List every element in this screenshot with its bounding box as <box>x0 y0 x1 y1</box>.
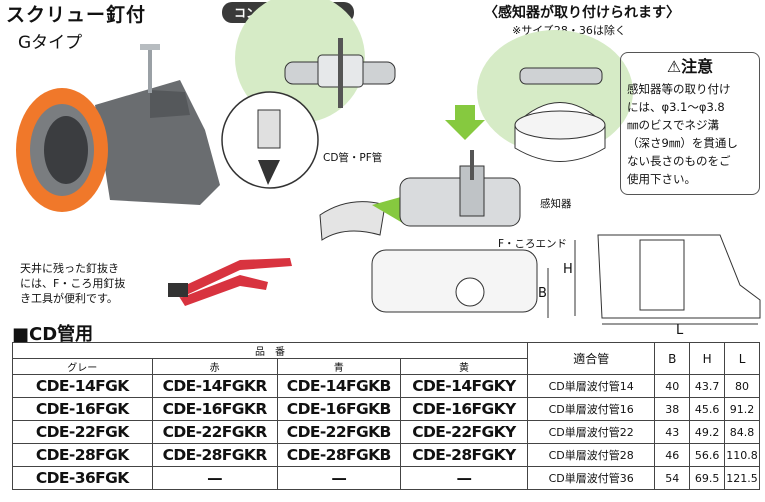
sensor-dome <box>514 67 606 162</box>
caution-box: ⚠注意 感知器等の取り付け には、φ3.1～φ3.8 ㎜のビスでネジ溝 （深さ9… <box>620 52 760 195</box>
code-cell: CDE-28FGKR <box>151 443 278 467</box>
cd-pipe-piece <box>319 195 420 241</box>
dim-cell: 91.2 <box>724 397 760 421</box>
product-title: スクリュー釘付 <box>6 4 147 26</box>
code-cell: CDE-14FGKR <box>151 374 278 398</box>
code-cell: — <box>399 466 529 490</box>
dimension-drawing <box>547 234 761 325</box>
sensor-label: 感知器 <box>540 198 572 210</box>
caution-line: ない長さのものをご <box>627 154 731 168</box>
caution-line: 使用下さい。 <box>627 172 696 186</box>
dim-cell: 45.6 <box>689 397 726 421</box>
caution-line: （深さ9㎜）を貫通し <box>627 136 738 150</box>
dim-cell: 40 <box>654 374 691 398</box>
product-subtitle: Gタイプ <box>18 33 83 53</box>
pipe-cell: CD単層波付管28 <box>527 443 656 467</box>
color-header: 青 <box>276 358 401 375</box>
code-cell: CDE-28FGKB <box>276 443 401 467</box>
group-header: 品 番 <box>11 342 529 359</box>
code-cell: CDE-22FGKR <box>151 420 278 444</box>
dim-cell: 43.7 <box>689 374 726 398</box>
code-cell: CDE-14FGKY <box>399 374 529 398</box>
pipe-cell: CD単層波付管14 <box>527 374 656 398</box>
dim-cell: 80 <box>724 374 760 398</box>
code-cell: CDE-36FGK <box>12 466 153 490</box>
dim-L-label: L <box>676 323 684 338</box>
table-row: CDE-22FGK CDE-22FGKR CDE-22FGKB CDE-22FG… <box>12 420 760 444</box>
code-cell: CDE-14FGKB <box>276 374 401 398</box>
table-row: CDE-16FGK CDE-16FGKR CDE-16FGKB CDE-16FG… <box>12 397 760 421</box>
caution-line: ㎜のビスでネジ溝 <box>627 118 719 132</box>
header-row: 品 番 適合管 B H L <box>11 342 760 375</box>
code-cell: CDE-22FGKY <box>399 420 529 444</box>
code-cell: CDE-22FGK <box>12 420 153 444</box>
dim-cell: 54 <box>654 466 691 490</box>
table-row: CDE-28FGK CDE-28FGKR CDE-28FGKB CDE-28FG… <box>12 443 760 467</box>
dim-B-header: B <box>654 342 691 375</box>
dim-cell: 110.8 <box>724 443 760 467</box>
tool-tip-text: 天井に残った釘抜き には、F・ころ用釘抜 き工具が便利です。 <box>20 262 126 305</box>
code-cell: CDE-16FGKY <box>399 397 529 421</box>
section-title: ■CD管用 <box>12 324 94 345</box>
color-header: 赤 <box>151 358 278 375</box>
dim-cell: 46 <box>654 443 691 467</box>
dim-cell: 121.5 <box>724 466 760 490</box>
dim-cell: 84.8 <box>724 420 760 444</box>
dim-H-label: H <box>563 262 573 277</box>
caution-line: には、φ3.1～φ3.8 <box>627 100 725 114</box>
pipe-cell: CD単層波付管36 <box>527 466 656 490</box>
pliers-tool <box>168 258 292 306</box>
dim-cell: 69.5 <box>689 466 726 490</box>
code-cell: CDE-14FGK <box>12 374 153 398</box>
code-cell: CDE-16FGKB <box>276 397 401 421</box>
color-header: 黄 <box>399 358 529 375</box>
code-cell: CDE-16FGK <box>12 397 153 421</box>
dim-B-label: B <box>538 286 547 301</box>
color-header: グレー <box>12 358 153 375</box>
dim-cell: 49.2 <box>689 420 726 444</box>
code-cell: CDE-28FGKY <box>399 443 529 467</box>
pipe-header: 適合管 <box>527 342 656 375</box>
pipe-cell: CD単層波付管16 <box>527 397 656 421</box>
table-row: CDE-36FGK — — — CD単層波付管36 54 69.5 121.5 <box>12 466 760 490</box>
color-header-row: グレー 赤 青 黄 <box>12 358 760 375</box>
product-photo <box>16 44 220 212</box>
dim-cell: 43 <box>654 420 691 444</box>
zoom-detail <box>221 91 319 189</box>
code-cell: CDE-28FGK <box>12 443 153 467</box>
connector-assembly <box>399 105 521 227</box>
dim-cell: 56.6 <box>689 443 726 467</box>
cd-pf-label: CD管・PF管 <box>323 152 383 164</box>
dim-L-header: L <box>724 342 760 375</box>
spec-table: 品 番 適合管 B H L グレー 赤 青 黄 CDE-14FGK CDE-14… <box>11 342 760 490</box>
code-cell: — <box>151 466 278 490</box>
code-cell: CDE-16FGKR <box>151 397 278 421</box>
table-row: CDE-14FGK CDE-14FGKR CDE-14FGKB CDE-14FG… <box>12 374 760 398</box>
f-end-label: F・ころエンド <box>498 238 568 250</box>
warning-icon: ⚠ <box>666 57 682 76</box>
product-illustrations <box>16 0 761 325</box>
dim-cell: 38 <box>654 397 691 421</box>
caution-title: ⚠注意 <box>666 57 714 76</box>
sensor-title: 〈感知器が取り付けられます〉 <box>484 5 680 21</box>
code-cell: CDE-22FGKB <box>276 420 401 444</box>
concrete-bracket <box>284 38 396 108</box>
dim-H-header: H <box>689 342 726 375</box>
pipe-cell: CD単層波付管22 <box>527 420 656 444</box>
caution-line: 感知器等の取り付け <box>627 82 731 96</box>
code-cell: — <box>276 466 401 490</box>
profile-side <box>371 249 538 313</box>
